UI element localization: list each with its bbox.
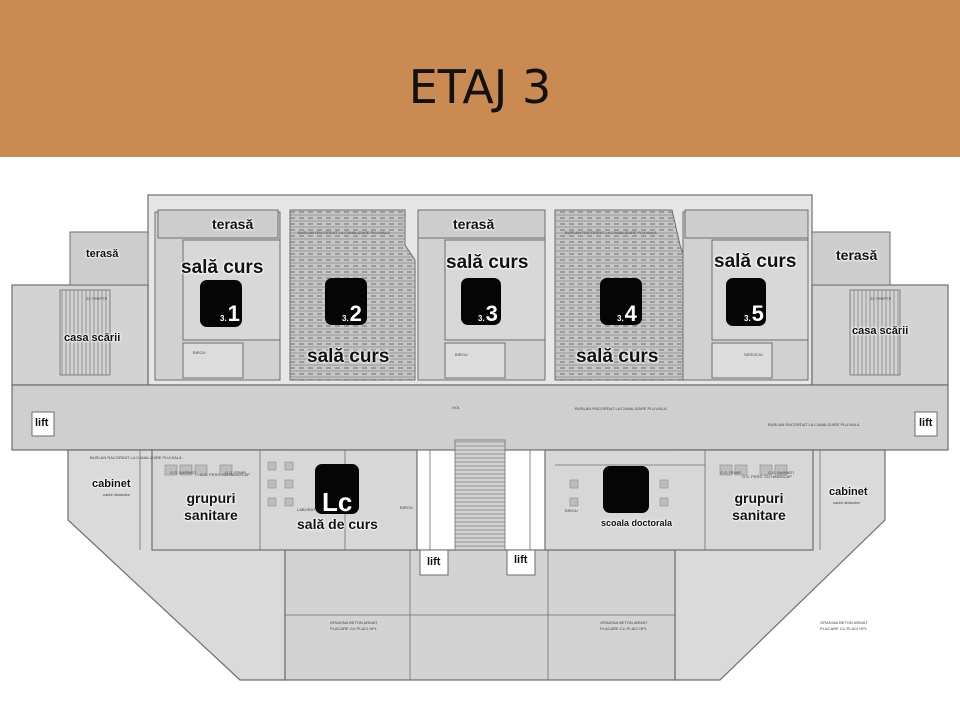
placare-left: PLACARE CU PLACI HPL — [330, 626, 378, 631]
room-label-cabinet-left: cabinet — [92, 478, 131, 490]
hol-annotation: HOL — [452, 405, 461, 410]
page-title: ETAJ 3 — [408, 60, 552, 114]
burlan-annotation-4: BURLAN RACORDAT LA CANALIZARE PLUVIALA — [298, 230, 390, 235]
room-label-lift-center-1: lift — [427, 556, 441, 568]
terraces — [69, 209, 891, 286]
room-number-1: 3.1 — [220, 301, 240, 326]
toilet-stalls — [164, 461, 788, 507]
corridor — [11, 384, 949, 451]
cadre-didactice-right: cadre didactice — [833, 500, 860, 505]
burlan-annotation: BURLAN RACORDAT LA CANALIZARE PLUVIALA — [575, 406, 667, 411]
room-label-lift-left: lift — [35, 417, 49, 429]
gradina-center: GRADINA BETON ARMAT — [600, 620, 648, 625]
wc-femei-left: G.S. FEMEI — [225, 470, 247, 475]
grupuri-left-line2: sanitare — [184, 507, 238, 523]
wc-handicap-left: G.S. PERS. CU HANDICAP — [200, 472, 250, 477]
serviciu: SERVICIU — [744, 352, 763, 357]
birou-2: BIROU — [455, 352, 468, 357]
room-label-sala-curs-2: sală curs — [307, 346, 390, 367]
room-label-sala-de-curs: sală de curs — [297, 516, 378, 532]
burlan-annotation-3: BURLAN RACORDAT LA CANALIZARE PLUVIALA — [90, 455, 182, 460]
placare-center: PLACARE CU PLACI HPL — [600, 626, 648, 631]
room-number-4: 3.4 — [617, 301, 637, 326]
room-marker-1: 3.1 — [200, 280, 242, 327]
birou-1: BIROU — [193, 350, 206, 355]
wc-femei-right: G.S. FEMEI — [720, 470, 742, 475]
grupuri-right-line2: sanitare — [732, 507, 786, 523]
cadre-didactice-left: cadre didactice — [103, 492, 130, 497]
room-label-sala-curs-1: sală curs — [181, 257, 264, 278]
room-marker-4: 3.4 — [600, 278, 642, 325]
room-label-terasa-left: terasă — [86, 248, 119, 260]
room-label-casa-scarii-left: casa scării — [64, 332, 121, 344]
room-label-terasa-right: terasă — [836, 247, 878, 263]
wc-handicap-right: G.S. PERS. CU HANDICAP — [742, 474, 792, 479]
birou-3: BIROU — [565, 508, 578, 513]
room-label-sala-curs-5: sală curs — [714, 251, 797, 272]
treapta-left: 22 TREPTE — [86, 296, 108, 301]
grupuri-left-line1: grupuri — [186, 490, 236, 506]
room-label-terasa-1: terasă — [212, 216, 254, 232]
placare-right: PLACARE CU PLACI HPL — [820, 626, 868, 631]
room-marker-lc: Lc — [315, 464, 359, 517]
room-label-casa-scarii-right: casa scării — [852, 325, 909, 337]
burlan-annotation-5: BURLAN RACORDAT LA CANALIZARE PLUVIALA — [565, 230, 657, 235]
room-marker-2: 3.2 — [325, 278, 367, 325]
burlan-annotation-2: BURLAN RACORDAT LA CANALIZARE PLUVIALA — [768, 422, 860, 427]
room-number-5: 3.5 — [744, 301, 764, 326]
room-label-scoala-doctorala: scoala doctorala — [601, 518, 673, 528]
room-label-grupuri-left: grupuri sanitare — [175, 491, 247, 522]
gradina-left: GRADINA BETON ARMAT — [330, 620, 378, 625]
treapta-right: 22 TREPTE — [870, 296, 892, 301]
room-number-3: 3.3 — [478, 301, 498, 326]
room-label-terasa-2: terasă — [453, 216, 495, 232]
room-label-sala-curs-4: sală curs — [576, 346, 659, 367]
room-number-2: 3.2 — [342, 301, 362, 326]
room-label-grupuri-right: grupuri sanitare — [723, 491, 795, 522]
lift-shafts — [31, 411, 938, 576]
room-marker-3: 3.3 — [461, 278, 501, 325]
room-marker-5: 3.5 — [726, 278, 766, 326]
title-banner — [0, 0, 960, 157]
lower-partitions — [139, 450, 821, 680]
wc-barbati-right: G.S. BARBATI — [768, 470, 794, 475]
wc-barbati-left: G.S. BARBATI — [170, 470, 196, 475]
room-marker-scoala-doctorala — [603, 466, 649, 513]
room-label-sala-curs-3: sală curs — [446, 252, 529, 273]
grupuri-right-line1: grupuri — [734, 490, 784, 506]
room-label-lift-right: lift — [919, 417, 933, 429]
gradina-right: GRADINA BETON ARMAT — [820, 620, 868, 625]
room-label-cabinet-right: cabinet — [829, 486, 868, 498]
laborator: LABORATOR — [297, 507, 322, 512]
room-label-lift-center-2: lift — [514, 554, 528, 566]
birou-4: BIROU — [400, 505, 413, 510]
room-number-lc: Lc — [322, 487, 353, 517]
